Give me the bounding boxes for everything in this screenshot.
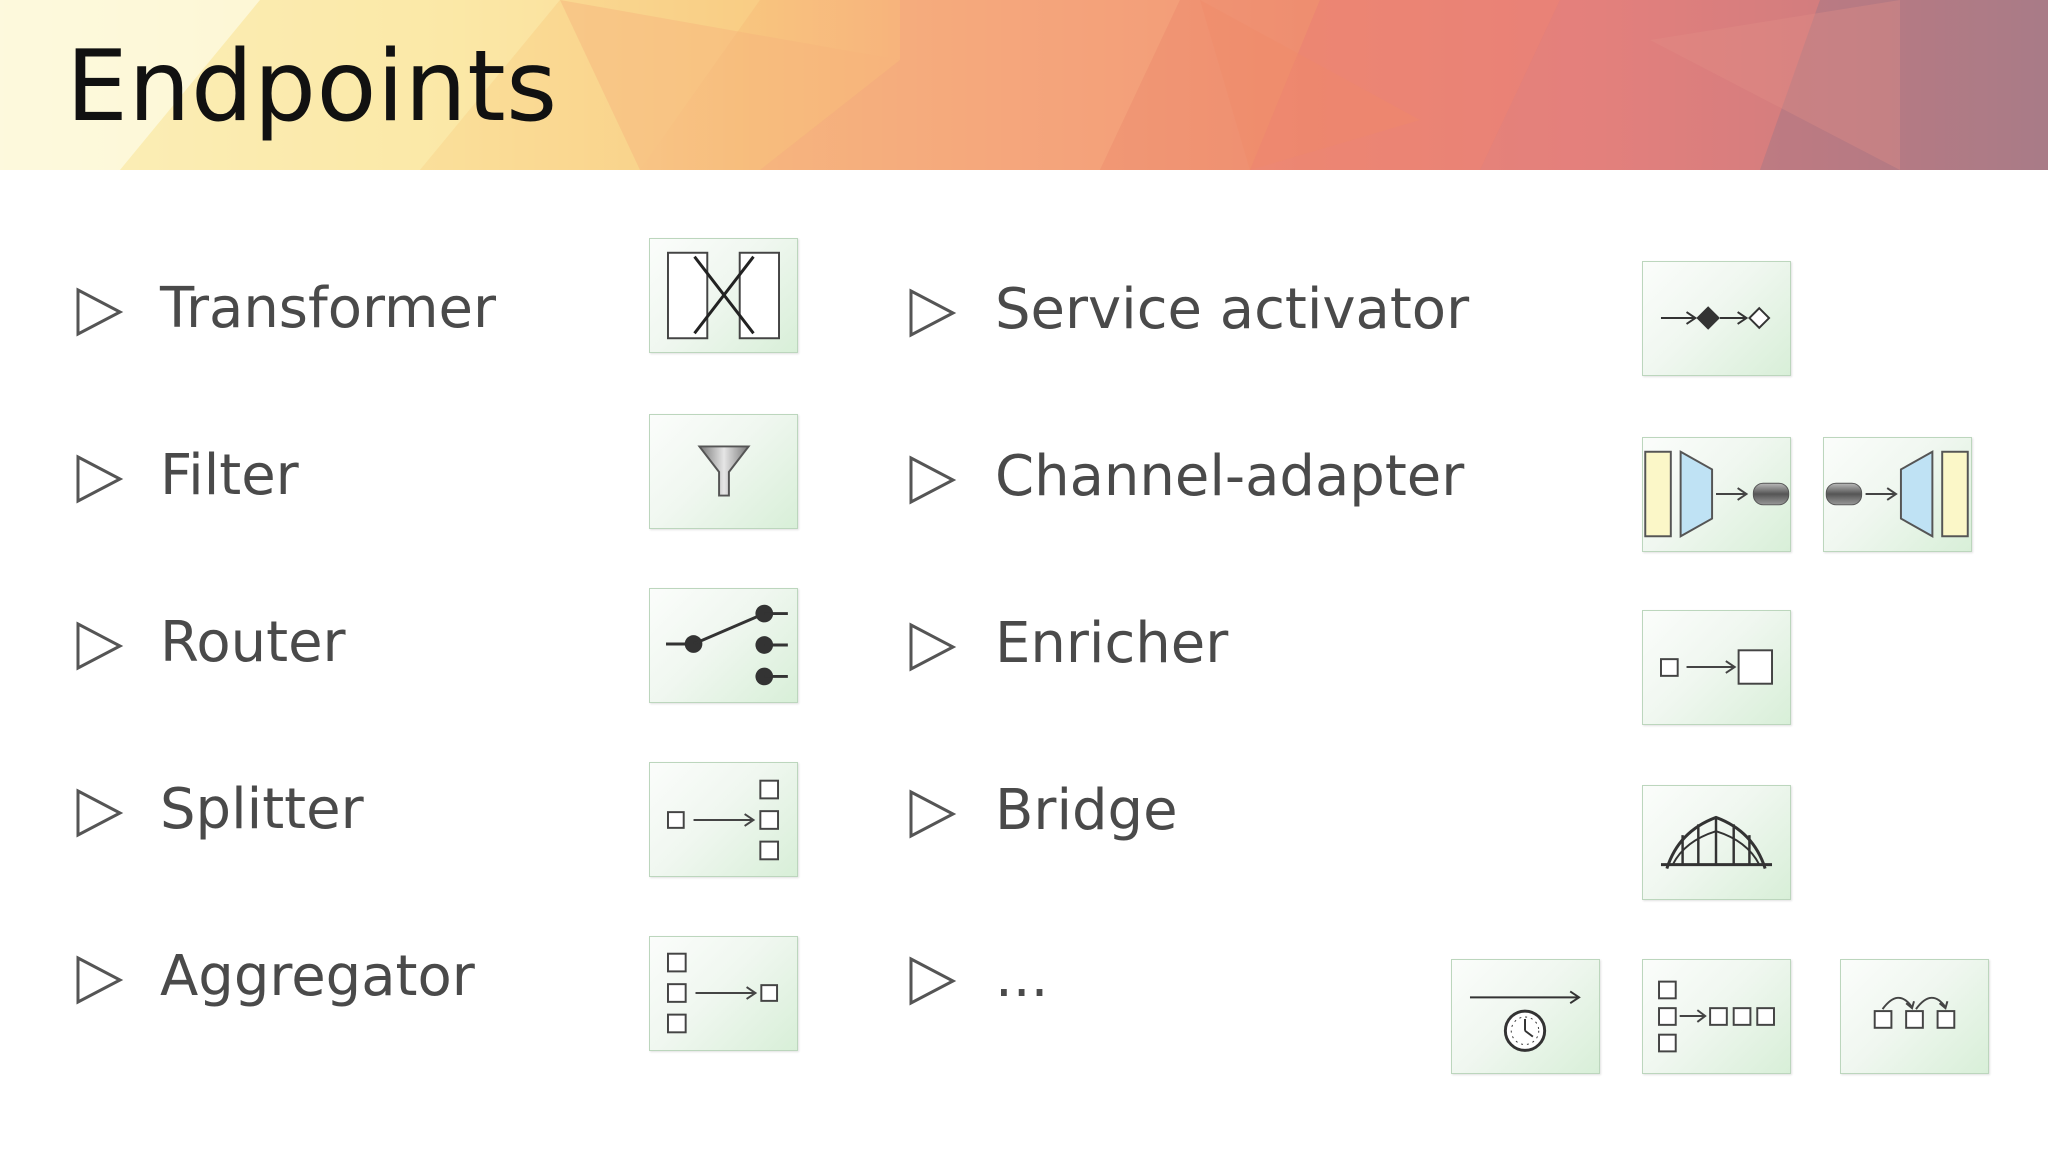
- list-item-label: Bridge: [995, 778, 1178, 843]
- triangle-outline-icon: [76, 955, 124, 1005]
- list-item-label: ...: [995, 945, 1049, 1010]
- splitter-icon: [649, 762, 798, 877]
- delayer-icon: [1451, 959, 1600, 1074]
- list-item-label: Channel-adapter: [995, 444, 1465, 509]
- triangle-outline-icon: [909, 789, 957, 839]
- aggregator-icon: [649, 936, 798, 1051]
- triangle-outline-icon: [909, 956, 957, 1006]
- page-title: Endpoints: [66, 30, 558, 144]
- polygon-background: [0, 0, 2048, 170]
- list-item-label: Service activator: [995, 277, 1470, 342]
- router-icon: [649, 588, 798, 703]
- list-item-label: Enricher: [995, 611, 1229, 676]
- enricher-icon: [1642, 610, 1791, 725]
- outbound-channel-adapter-icon: [1823, 437, 1972, 552]
- resequencer-icon: [1642, 959, 1791, 1074]
- list-item-label: Transformer: [160, 276, 497, 341]
- triangle-outline-icon: [76, 287, 124, 337]
- transformer-icon: [649, 238, 798, 353]
- triangle-outline-icon: [76, 621, 124, 671]
- list-item-label: Router: [160, 610, 346, 675]
- list-item-label: Aggregator: [160, 944, 475, 1009]
- bridge-icon: [1642, 785, 1791, 900]
- list-item-label: Filter: [160, 443, 299, 508]
- triangle-outline-icon: [76, 454, 124, 504]
- filter-icon: [649, 414, 798, 529]
- list-item-label: Splitter: [160, 777, 364, 842]
- triangle-outline-icon: [909, 622, 957, 672]
- header-banner: Endpoints: [0, 0, 2048, 170]
- triangle-outline-icon: [909, 288, 957, 338]
- service-activator-icon: [1642, 261, 1791, 376]
- triangle-outline-icon: [76, 788, 124, 838]
- control-bus-icon: [1840, 959, 1989, 1074]
- inbound-channel-adapter-icon: [1642, 437, 1791, 552]
- triangle-outline-icon: [909, 455, 957, 505]
